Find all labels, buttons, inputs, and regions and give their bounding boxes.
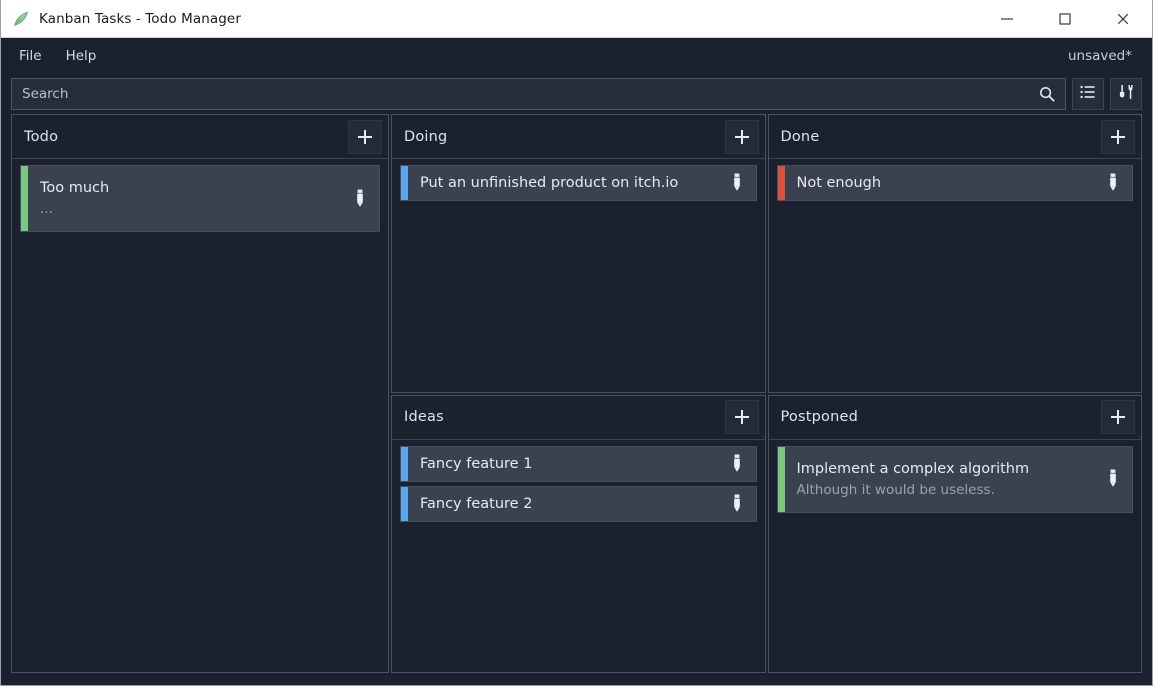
panel-title-todo: Todo [24,128,59,145]
card-title: Put an unfinished product on itch.io [420,175,679,191]
feather-quill-icon [11,9,31,29]
list-icon [1079,83,1097,105]
menu-item-help[interactable]: Help [65,48,97,64]
add-card-button-done[interactable] [1101,119,1135,154]
card-title: Fancy feature 2 [420,495,533,512]
task-card[interactable]: Too much ... [20,165,380,232]
card-description: Although it would be useless. [796,481,995,498]
kanban-board: Todo Too much ... [1,114,1152,685]
card-title: Implement a complex algorithm [796,460,1030,477]
task-card[interactable]: Implement a complex algorithm Although i… [776,445,1133,513]
task-card[interactable]: Fancy feature 1 [400,445,757,482]
pencil-icon[interactable] [1098,166,1132,200]
card-title: Not enough [796,175,882,191]
plus-icon [734,410,749,424]
panel-header-done: Done [768,115,1141,159]
plus-icon [1111,410,1125,424]
save-status-label: unsaved* [1067,48,1132,64]
panel-header-todo: Todo [12,115,388,159]
window-controls [978,0,1152,37]
card-accent-bar [21,166,28,231]
search-input[interactable] [12,79,1031,109]
title-bar: Kanban Tasks - Todo Manager [1,0,1152,38]
panel-body-postponed: Implement a complex algorithm Although i… [769,440,1142,673]
board-column-right: Done Not enough [767,114,1142,673]
plus-icon [1111,129,1125,144]
pencil-icon[interactable] [722,487,756,521]
card-accent-bar [777,166,785,200]
card-content: Not enough [785,166,1099,200]
card-content: Fancy feature 1 [408,447,722,481]
pencil-icon[interactable] [1098,447,1132,512]
card-accent-bar [401,446,408,481]
panel-header-ideas: Ideas [392,396,765,440]
panel-body-done: Not enough [769,159,1142,392]
search-icon[interactable] [1031,79,1063,109]
minimize-icon[interactable] [978,0,1036,37]
menu-bar: File Help unsaved* [1,38,1152,74]
tools-icon [1117,83,1135,105]
board-column-todo: Todo Too much ... [11,114,389,673]
card-title: Too much [40,180,110,196]
maximize-icon[interactable] [1036,0,1094,37]
panel-title-postponed: Postponed [780,409,859,425]
search-field-wrapper[interactable] [11,78,1066,110]
card-title: Fancy feature 1 [420,455,533,472]
card-content: Too much ... [28,166,345,231]
tools-button[interactable] [1110,78,1142,110]
card-description: ... [40,201,53,217]
panel-body-todo: Too much ... [12,159,388,672]
panel-ideas: Ideas Fancy feature 1 [391,394,766,673]
card-content: Implement a complex algorithm Although i… [785,447,1099,512]
panel-title-ideas: Ideas [404,409,444,425]
panel-header-postponed: Postponed [768,396,1141,440]
board-column-middle: Doing Put an unfinished product on itch.… [391,114,766,673]
pencil-icon[interactable] [345,166,379,231]
panel-title-done: Done [780,128,820,145]
add-card-button-postponed[interactable] [1101,400,1135,434]
pencil-icon[interactable] [722,166,756,200]
panel-postponed: Postponed Implement a complex algorithm [767,394,1142,673]
pencil-icon[interactable] [722,447,756,481]
task-card[interactable]: Put an unfinished product on itch.io [400,165,757,201]
panel-header-doing: Doing [392,115,765,159]
panel-todo: Todo Too much ... [11,114,389,673]
task-card[interactable]: Fancy feature 2 [400,485,757,522]
plus-icon [734,129,749,144]
panel-body-doing: Put an unfinished product on itch.io [392,159,765,392]
add-card-button-ideas[interactable] [724,400,759,434]
toolbar [1,74,1152,114]
add-card-button-doing[interactable] [724,119,759,154]
card-content: Put an unfinished product on itch.io [408,166,722,200]
list-view-button[interactable] [1072,78,1104,110]
card-content: Fancy feature 2 [408,487,722,521]
menu-item-file[interactable]: File [19,48,42,64]
card-accent-bar [777,446,785,512]
panel-body-ideas: Fancy feature 1 Fa [392,440,765,673]
close-icon[interactable] [1094,0,1152,37]
panel-doing: Doing Put an unfinished product on itch.… [391,114,766,393]
task-card[interactable]: Not enough [776,165,1133,201]
card-accent-bar [401,486,408,521]
card-accent-bar [401,166,408,200]
window-title: Kanban Tasks - Todo Manager [39,10,241,27]
add-card-button-todo[interactable] [348,119,382,154]
plus-icon [358,129,372,144]
panel-title-doing: Doing [404,128,448,145]
panel-done: Done Not enough [767,114,1142,393]
